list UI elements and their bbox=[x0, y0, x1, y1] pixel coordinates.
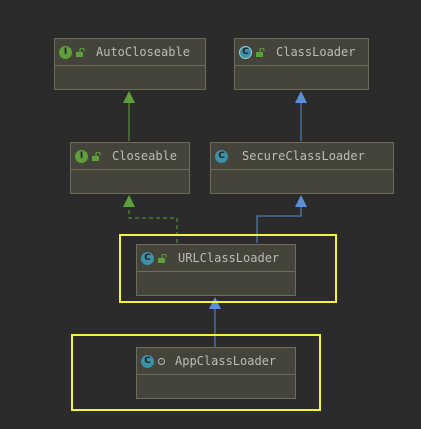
node-autocloseable[interactable]: I AutoCloseable bbox=[54, 38, 206, 90]
node-label: ClassLoader bbox=[276, 45, 356, 59]
class-icon: C bbox=[215, 149, 228, 163]
abstract-class-icon: C bbox=[239, 45, 252, 59]
node-classloader[interactable]: C ClassLoader bbox=[234, 38, 369, 90]
node-label: URLClassLoader bbox=[178, 251, 280, 265]
edge-urlclassloader-secureclassloader bbox=[256, 206, 302, 243]
node-label: AutoCloseable bbox=[96, 45, 190, 59]
edge-urlclassloader-closeable-path bbox=[128, 206, 178, 243]
public-unlock-icon bbox=[256, 47, 265, 57]
node-secureclassloader[interactable]: C SecureClassLoader bbox=[210, 142, 394, 194]
highlight-box-urlclassloader bbox=[119, 234, 337, 303]
interface-icon: I bbox=[75, 149, 88, 163]
interface-icon: I bbox=[59, 45, 72, 59]
arrowhead-secureclassloader bbox=[295, 195, 307, 207]
arrowhead-autocloseable bbox=[123, 91, 135, 103]
class-icon: C bbox=[141, 354, 154, 368]
public-unlock-icon bbox=[76, 47, 85, 57]
node-label: AppClassLoader bbox=[175, 354, 277, 368]
class-icon: C bbox=[141, 251, 154, 265]
node-urlclassloader[interactable]: C URLClassLoader bbox=[136, 244, 296, 296]
public-unlock-icon bbox=[158, 253, 167, 263]
public-unlock-icon bbox=[92, 151, 101, 161]
node-label: Closeable bbox=[112, 149, 178, 163]
highlight-box-appclassloader bbox=[71, 334, 321, 411]
arrowhead-closeable bbox=[123, 195, 135, 207]
arrowhead-urlclassloader bbox=[209, 297, 221, 309]
node-label: SecureClassLoader bbox=[242, 149, 365, 163]
node-closeable[interactable]: I Closeable bbox=[70, 142, 190, 194]
node-appclassloader[interactable]: C AppClassLoader bbox=[136, 347, 296, 399]
arrowhead-classloader bbox=[295, 91, 307, 103]
package-private-icon bbox=[158, 357, 165, 365]
